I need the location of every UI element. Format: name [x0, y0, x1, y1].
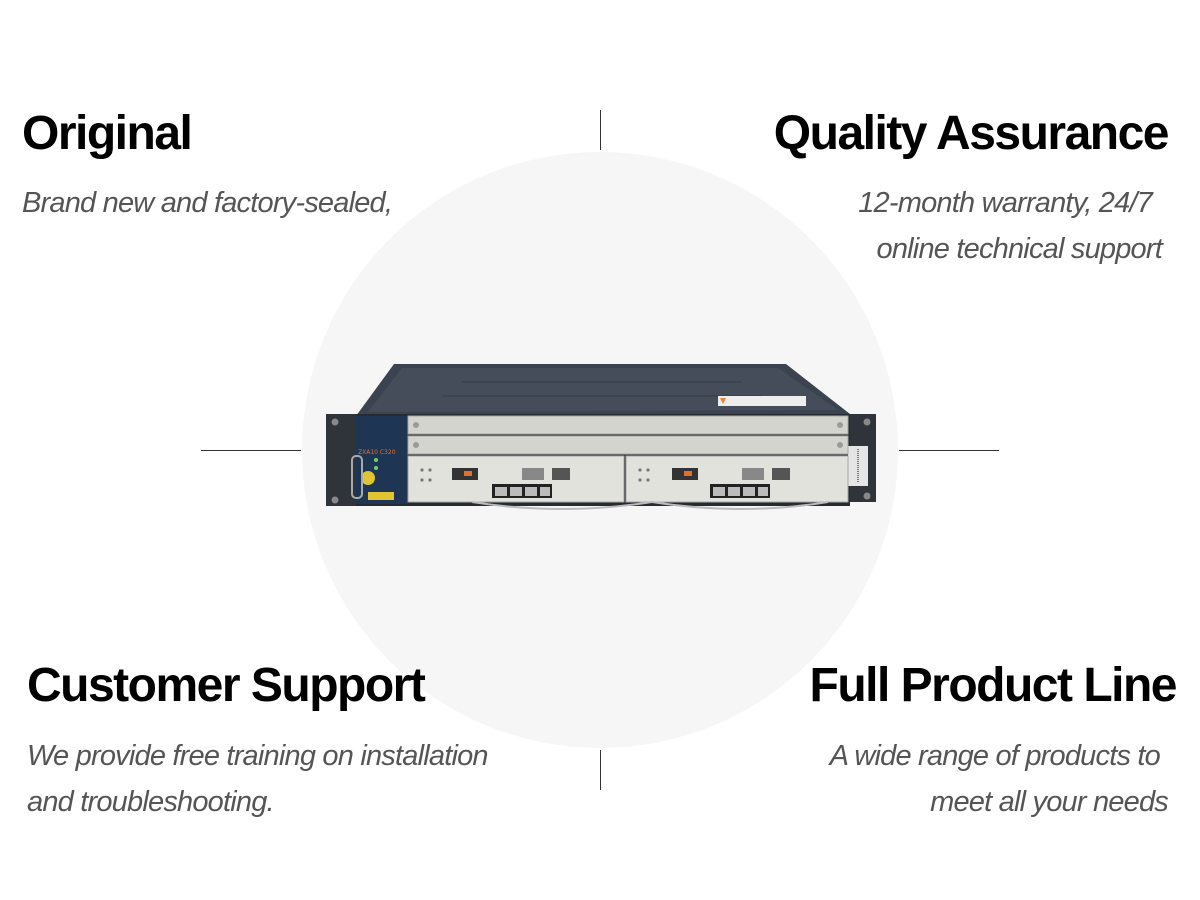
feature-desc-line: We provide free training on installation	[27, 740, 489, 772]
divider-top	[600, 110, 601, 150]
feature-desc-line: A wide range of products to	[829, 740, 1161, 772]
feature-title-product-line: Full Product Line	[809, 659, 1178, 712]
divider-bottom	[600, 750, 601, 790]
feature-desc-product-line: A wide range of products to meet all you…	[829, 733, 1169, 825]
feature-title-quality: Quality Assurance	[773, 107, 1170, 160]
device-model-label: ZXA10 C320	[358, 449, 396, 456]
feature-title-support: Customer Support	[27, 659, 426, 712]
divider-right	[899, 450, 999, 451]
feature-desc-line: meet all your needs	[930, 786, 1169, 818]
divider-left	[201, 450, 301, 451]
feature-desc-quality: 12-month warranty, 24/7 online technical…	[858, 180, 1163, 272]
feature-title-original: Original	[22, 107, 193, 160]
feature-desc-line: Brand new and factory-sealed,	[22, 187, 393, 219]
olt-chassis-image: ZXA10 C320	[326, 364, 876, 510]
feature-desc-support: We provide free training on installation…	[27, 733, 489, 825]
feature-desc-line: 12-month warranty, 24/7	[858, 187, 1153, 219]
feature-desc-line: and troubleshooting.	[27, 786, 275, 818]
feature-desc-original: Brand new and factory-sealed,	[22, 180, 393, 226]
feature-desc-line: online technical support	[876, 233, 1163, 265]
